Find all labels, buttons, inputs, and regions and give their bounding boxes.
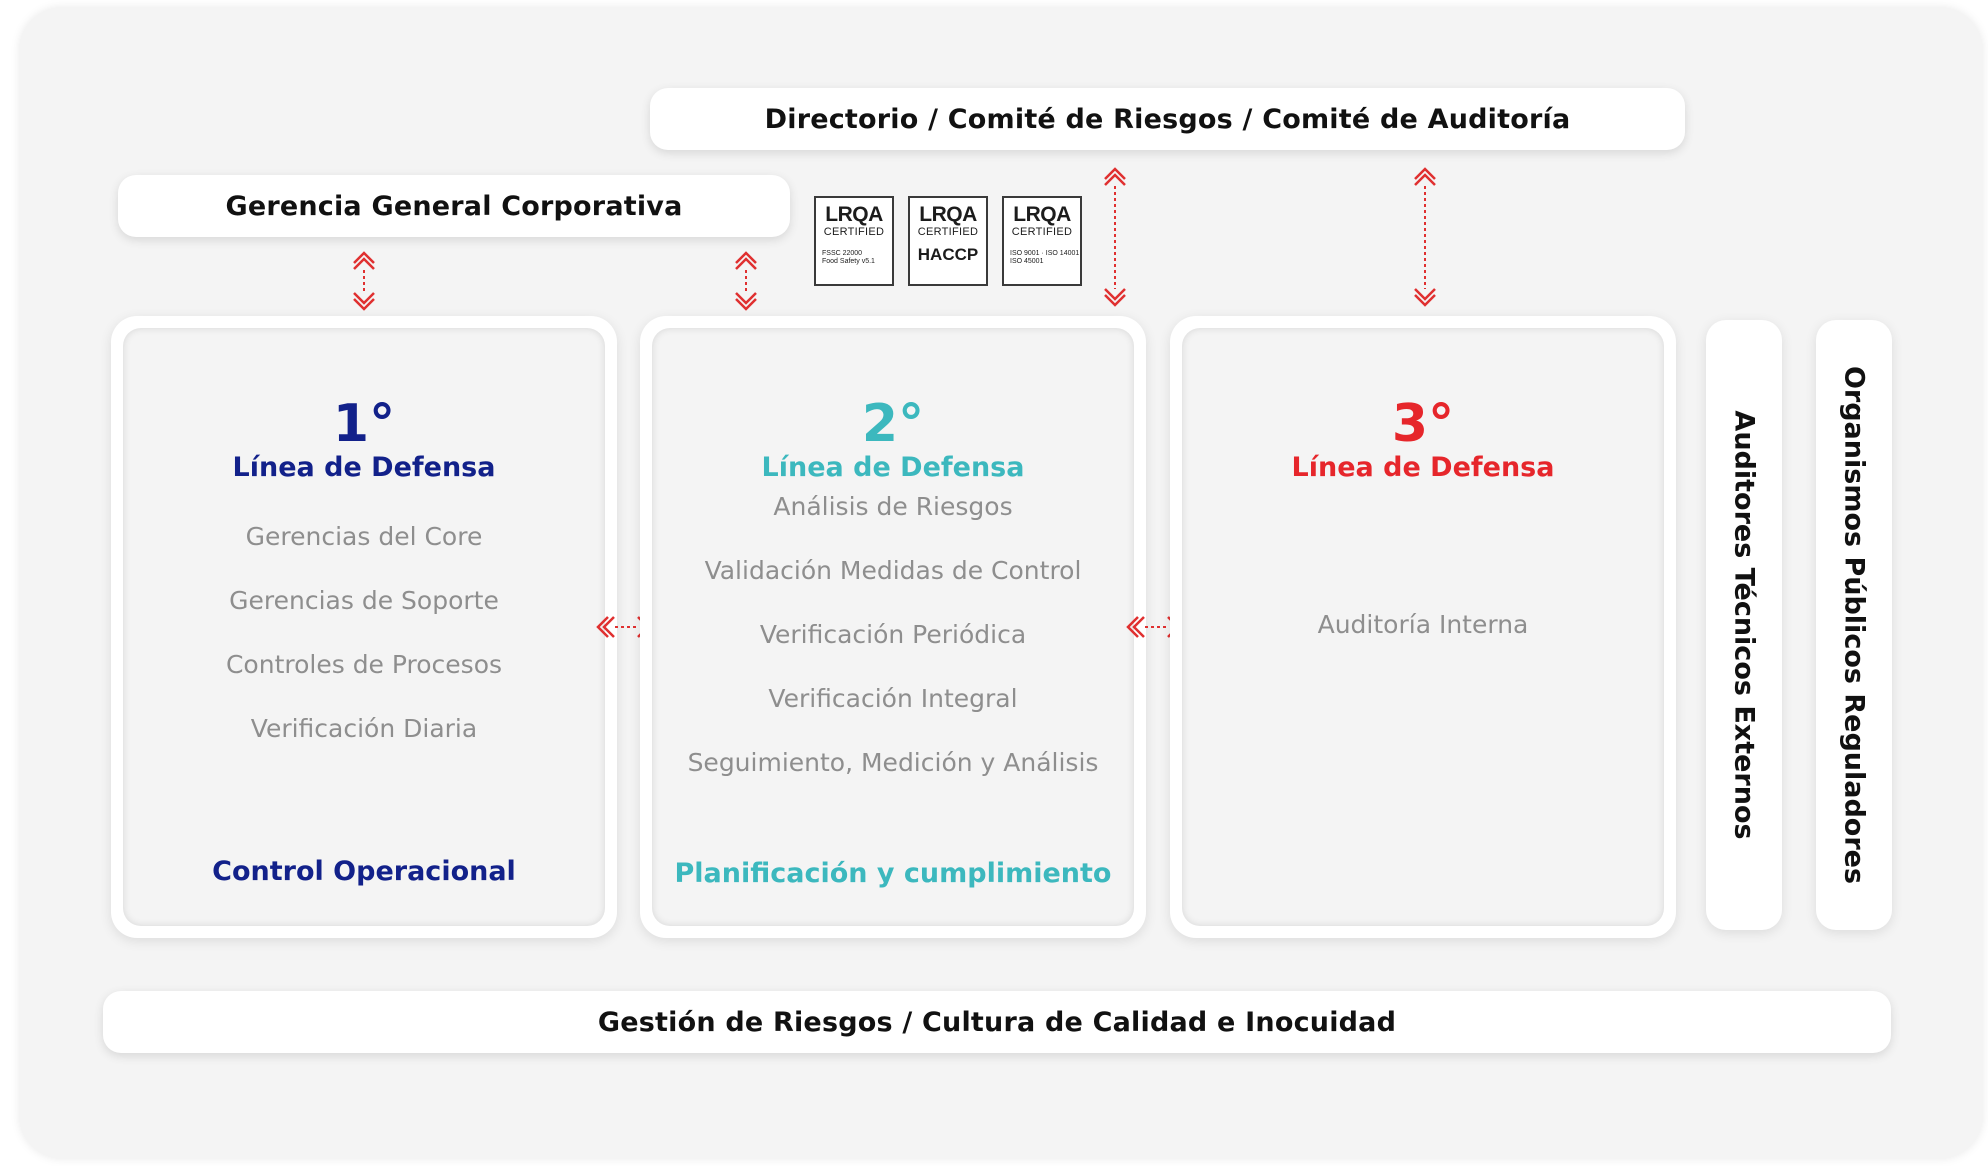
double-arrow-vertical-icon xyxy=(353,251,375,311)
first-line-of-defense-panel: 1° Línea de Defensa Gerencias del Core G… xyxy=(111,316,617,938)
second-line-item: Validación Medidas de Control xyxy=(704,556,1082,585)
first-line-item: Gerencias del Core xyxy=(245,522,483,551)
cert-standard-line: ISO 45001 xyxy=(1010,258,1044,265)
third-line-item: Auditoría Interna xyxy=(1317,610,1529,639)
second-line-footer: Planificación y cumplimiento xyxy=(674,858,1112,889)
cert-brand: LRQA xyxy=(825,203,883,226)
double-arrow-vertical-icon xyxy=(1414,167,1436,307)
second-line-item: Verificación Integral xyxy=(768,684,1018,713)
risk-management-culture-label: Gestión de Riesgos / Cultura de Calidad … xyxy=(597,1006,1397,1038)
cert-standard-line: FSSC 22000 xyxy=(822,250,863,257)
regulators-bar: Organismos Públicos Reguladores xyxy=(1816,320,1892,930)
general-management-label: Gerencia General Corporativa xyxy=(225,190,683,222)
risk-management-culture-box: Gestión de Riesgos / Cultura de Calidad … xyxy=(103,991,1891,1053)
second-line-inner: 2° Línea de Defensa Análisis de Riesgos … xyxy=(652,328,1134,926)
certification-badge-haccp: LRQA CERTIFIED HACCP xyxy=(908,196,988,286)
cert-certified-label: CERTIFIED xyxy=(1011,226,1073,238)
first-line-number: 1° xyxy=(332,394,396,454)
third-line-of-defense-panel: 3° Línea de Defensa Auditoría Interna xyxy=(1170,316,1676,938)
double-arrow-vertical-icon xyxy=(735,251,757,311)
second-line-number: 2° xyxy=(861,394,925,454)
certification-badge-iso: LRQA CERTIFIED ISO 9001 · ISO 14001 ISO … xyxy=(1002,196,1082,286)
second-line-title: Línea de Defensa xyxy=(761,452,1025,483)
first-line-inner: 1° Línea de Defensa Gerencias del Core G… xyxy=(123,328,605,926)
cert-certified-label: CERTIFIED xyxy=(917,226,979,238)
third-line-title: Línea de Defensa xyxy=(1291,452,1555,483)
board-committees-box: Directorio / Comité de Riesgos / Comité … xyxy=(650,88,1685,150)
second-line-of-defense-panel: 2° Línea de Defensa Análisis de Riesgos … xyxy=(640,316,1146,938)
second-line-item: Análisis de Riesgos xyxy=(773,492,1013,521)
general-management-box: Gerencia General Corporativa xyxy=(118,175,790,237)
external-auditors-bar: Auditores Técnicos Externos xyxy=(1706,320,1782,930)
double-arrow-vertical-icon xyxy=(1104,167,1126,307)
cert-standard-line: ISO 9001 · ISO 14001 xyxy=(1010,250,1080,257)
cert-certified-label: CERTIFIED xyxy=(823,226,885,238)
cert-brand: LRQA xyxy=(919,203,977,226)
cert-standard-line: Food Safety v5.1 xyxy=(822,258,875,265)
certification-badge-fssc: LRQA CERTIFIED FSSC 22000 Food Safety v5… xyxy=(814,196,894,286)
cert-standard: HACCP xyxy=(917,245,979,264)
first-line-footer: Control Operacional xyxy=(212,856,516,887)
cert-brand: LRQA xyxy=(1013,203,1071,226)
third-line-number: 3° xyxy=(1391,394,1455,454)
second-line-item: Verificación Periódica xyxy=(759,620,1027,649)
regulators-label: Organismos Públicos Reguladores xyxy=(1838,365,1870,885)
board-committees-label: Directorio / Comité de Riesgos / Comité … xyxy=(764,103,1571,135)
external-auditors-label: Auditores Técnicos Externos xyxy=(1728,410,1760,840)
first-line-item: Verificación Diaria xyxy=(250,714,478,743)
third-line-inner: 3° Línea de Defensa Auditoría Interna xyxy=(1182,328,1664,926)
first-line-item: Gerencias de Soporte xyxy=(229,586,499,615)
first-line-item: Controles de Procesos xyxy=(225,650,503,679)
first-line-title: Línea de Defensa xyxy=(232,452,496,483)
second-line-item: Seguimiento, Medición y Análisis xyxy=(687,748,1099,777)
